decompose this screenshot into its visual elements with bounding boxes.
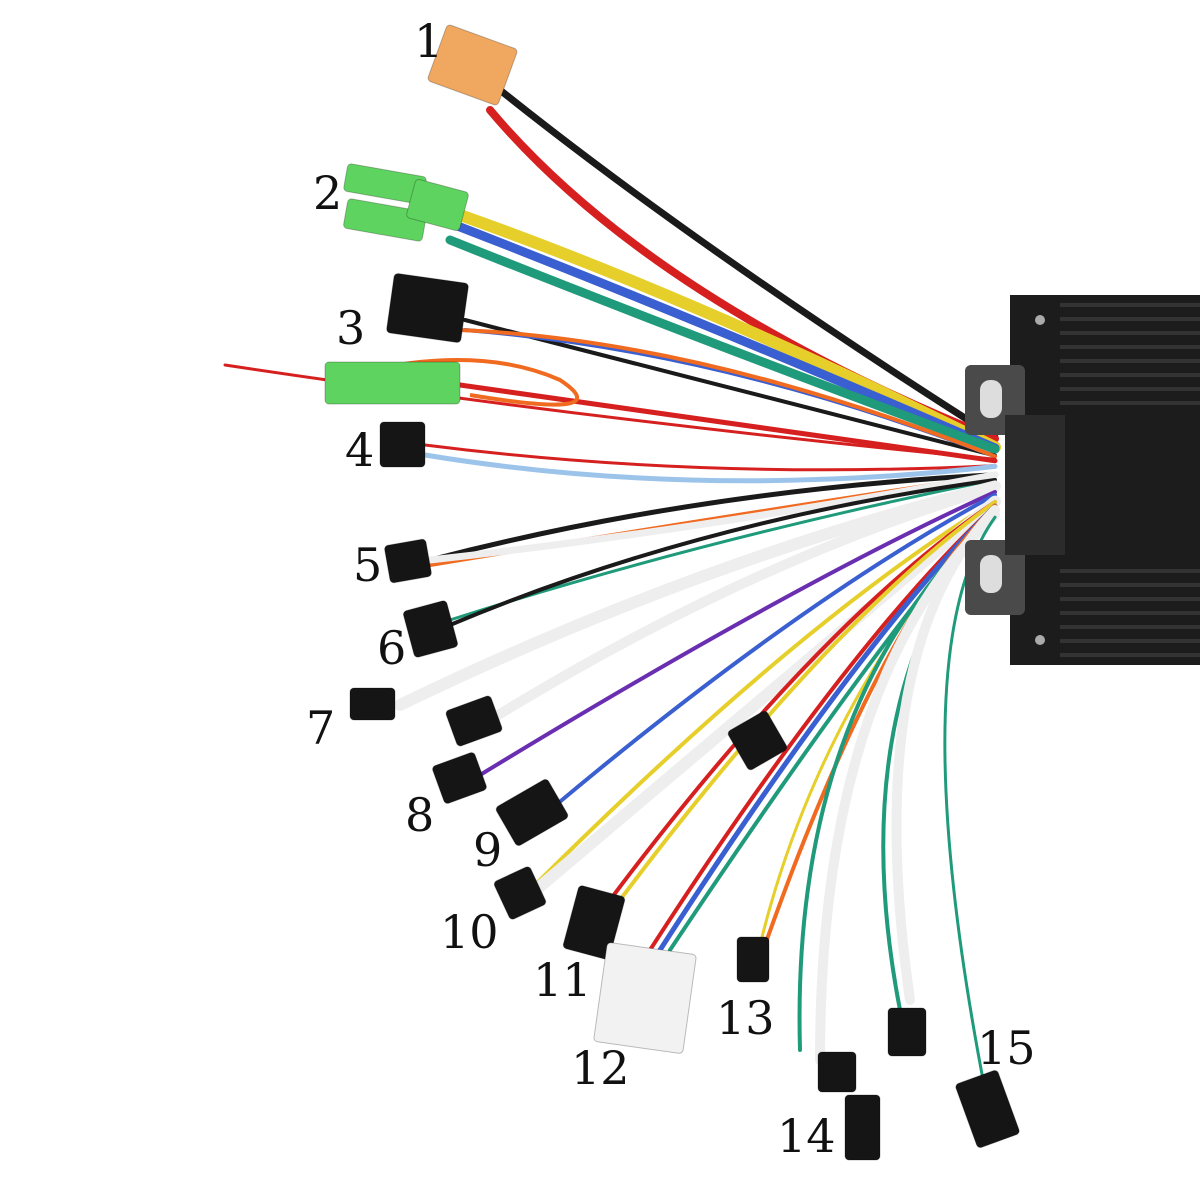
wire [618, 500, 997, 902]
label-6: 6 [377, 621, 407, 675]
label-8: 8 [405, 788, 435, 842]
connector-15b [955, 1069, 1020, 1149]
connector-7a [349, 687, 396, 721]
wire [524, 495, 1001, 901]
cable-gland [1005, 415, 1065, 555]
connector-13 [736, 936, 770, 983]
wire [891, 505, 1000, 1005]
xt60-connector-1 [427, 24, 518, 106]
wire [445, 235, 1000, 454]
label-3: 3 [336, 301, 366, 355]
wire [454, 209, 1001, 454]
label-9: 9 [473, 823, 503, 877]
connector-9 [495, 778, 569, 847]
wire [458, 328, 997, 459]
label-5: 5 [353, 538, 383, 592]
label-13: 13 [716, 991, 775, 1045]
green-connector [324, 361, 461, 405]
white-connector-12 [593, 942, 697, 1054]
label-11: 11 [533, 953, 592, 1007]
wire [528, 499, 997, 892]
label-2: 2 [313, 166, 343, 220]
connector-7b [445, 695, 503, 747]
bullet-connector-2c [406, 178, 469, 232]
wire [758, 504, 997, 947]
wire [763, 503, 997, 947]
wire-harness [223, 86, 1001, 1092]
label-10: 10 [440, 905, 499, 959]
wire [496, 86, 999, 441]
connector-11 [562, 885, 626, 960]
label-12: 12 [571, 1041, 630, 1095]
wire [422, 452, 998, 484]
controller-box [965, 295, 1200, 665]
wire [427, 472, 998, 563]
wire [426, 471, 999, 564]
connector-6 [402, 600, 459, 658]
wire [457, 382, 998, 464]
mounting-slot-bottom [980, 555, 1002, 593]
mounting-slot-top [980, 380, 1002, 418]
connectors [324, 24, 1020, 1161]
connector-14b [844, 1094, 881, 1161]
wire [394, 480, 1001, 711]
label-15: 15 [977, 1021, 1036, 1075]
label-14: 14 [777, 1109, 836, 1163]
connector-15a [887, 1007, 927, 1057]
wire [423, 443, 997, 472]
label-1: 1 [414, 14, 444, 68]
connector-4 [379, 421, 426, 468]
wire [548, 492, 997, 812]
label-4: 4 [345, 423, 375, 477]
wire [657, 503, 998, 953]
wire [478, 490, 997, 777]
connector-3 [386, 273, 469, 343]
bullet-connector-2b [343, 198, 427, 242]
wire [448, 478, 997, 627]
connector-14a [817, 1051, 857, 1093]
connector-10 [493, 866, 547, 920]
connector-5 [384, 538, 432, 584]
label-7: 7 [306, 701, 336, 755]
wire [485, 482, 1000, 725]
wire [450, 220, 1000, 453]
connector-8 [432, 752, 487, 804]
connector-extra [727, 710, 788, 771]
